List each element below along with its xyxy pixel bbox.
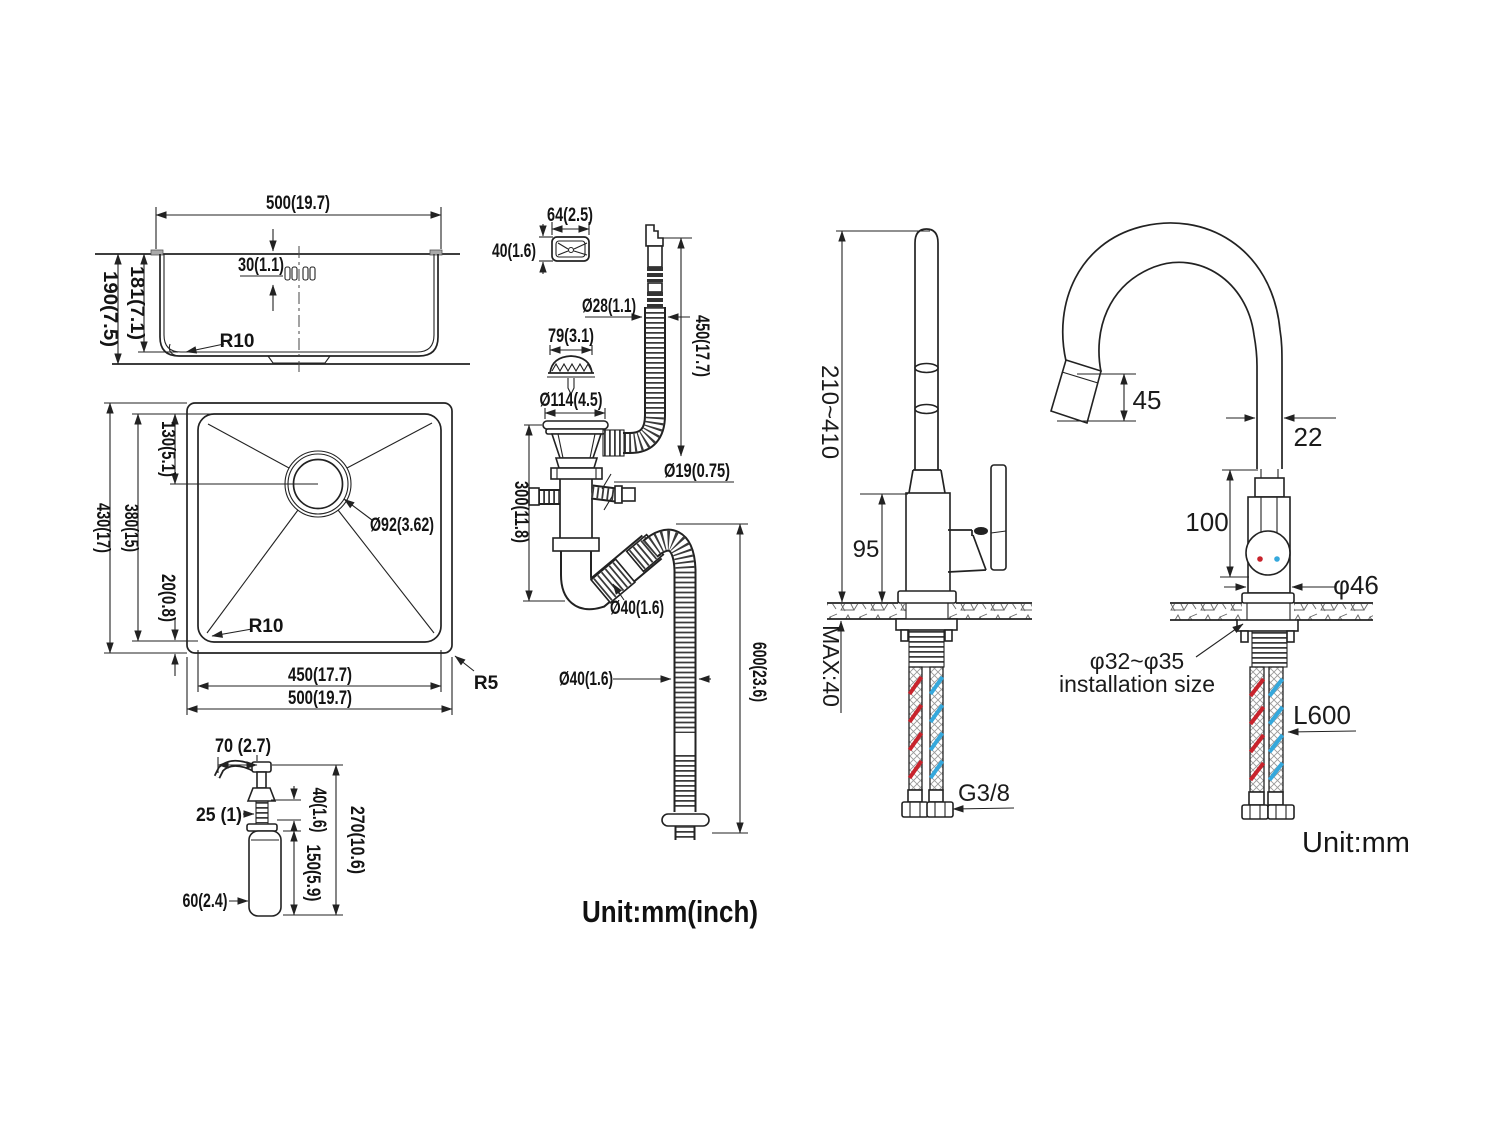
overflow-cover xyxy=(551,236,590,262)
dim-overflow-height: 40(1.6) xyxy=(492,241,536,262)
dim-side-corner-r10: R10 xyxy=(220,331,255,352)
dim-hole-depth: 30(1.1) xyxy=(238,255,284,276)
unit-label-center: Unit:mm(inch) xyxy=(582,894,758,929)
dim-nozzle-length: 45 xyxy=(1133,385,1162,415)
p-trap xyxy=(562,536,661,609)
dim-bottle-height: 150(5.9) xyxy=(302,845,323,902)
mounting-clip-left xyxy=(150,249,164,256)
dim-trap-height: 300(11.8) xyxy=(510,481,531,543)
overflow-hook-fitting xyxy=(645,224,664,247)
dim-neck-dia: 22 xyxy=(1294,422,1323,452)
dim-spout-height: 210~410 xyxy=(816,365,843,459)
dim-hose-length: L600 xyxy=(1293,700,1351,730)
dim-trap-dia: Ø40(1.6) xyxy=(610,598,664,619)
dim-max-deck: MAX:40 xyxy=(818,625,844,707)
dim-drain-from-top: 130(5.1) xyxy=(157,421,178,477)
drain-flange xyxy=(542,420,609,430)
dim-top-inner-width: 450(17.7) xyxy=(288,665,352,686)
dim-sink-width: 500(19.7) xyxy=(266,193,330,214)
dim-overflow-hose-dia: Ø28(1.1) xyxy=(582,296,636,317)
dim-bottle-dia: 60(2.4) xyxy=(183,891,228,912)
overflow-hose xyxy=(623,307,664,452)
dim-depth-outer: 190(7.5) xyxy=(99,271,120,347)
unit-label-right: Unit:mm xyxy=(1302,827,1410,859)
dim-top-inner-length: 380(15) xyxy=(120,504,141,552)
faucet-side-view: 210~410 95 MAX:40 G3/8 xyxy=(816,228,1032,818)
outlet-hose xyxy=(643,530,695,812)
dim-corner-r5: R5 xyxy=(474,673,499,694)
dim-top-corner-r10: R10 xyxy=(249,616,284,637)
dim-outlet-dia: Ø40(1.6) xyxy=(559,669,613,690)
dim-spigot-dia: Ø19(0.75) xyxy=(664,461,730,482)
dim-top-outer-length: 430(17) xyxy=(92,503,113,553)
faucet-front-view: 45 22 100 φ46 φ32~φ35 installation size … xyxy=(1050,222,1379,820)
dim-drain-dia: Ø92(3.62) xyxy=(370,515,434,536)
strainer-basket xyxy=(549,355,593,374)
countertop-side xyxy=(827,604,906,619)
hot-indicator-dot xyxy=(1257,556,1263,562)
dim-depth-inner: 181(7.1) xyxy=(126,266,147,340)
dim-overflow-width: 64(2.5) xyxy=(547,205,593,226)
dispenser-bottle xyxy=(248,830,282,917)
dim-top-outer-width: 500(19.7) xyxy=(288,688,352,709)
cold-indicator-dot xyxy=(1274,556,1280,562)
dim-flange-dia: Ø114(4.5) xyxy=(540,390,603,411)
dim-outlet-length: 600(23.6) xyxy=(748,642,769,702)
sink-top-view: 430(17) 380(15) 130(5.1) 20(0.8) Ø92(3.6… xyxy=(92,402,499,715)
sink-side-view: 500(19.7) 30(1.1) 190(7.5) 181(7.1) R10 xyxy=(95,193,470,372)
dim-deck-thickness: 40(1.6) xyxy=(308,788,329,833)
dim-total-height: 270(10.6) xyxy=(346,806,367,874)
dim-strainer-dia: 79(3.1) xyxy=(548,326,594,347)
spigot-outlet xyxy=(591,486,617,501)
dim-base-dia: φ46 xyxy=(1333,570,1379,600)
dispenser-pump-head xyxy=(251,761,272,773)
countertop-front xyxy=(1170,604,1242,620)
dim-thread-dia: 25 (1) xyxy=(196,805,242,826)
dim-overflow-hose-length: 450(17.7) xyxy=(691,315,712,377)
soap-dispenser-view: 70 (2.7) 25 (1) 40(1.6) 150(5.9) 270(10.… xyxy=(183,736,367,917)
install-size-line2: installation size xyxy=(1059,671,1215,697)
spray-nozzle xyxy=(1050,358,1102,425)
drain-assembly-view: 64(2.5) 40(1.6) Ø28(1.1) 450(17.7) 79(3.… xyxy=(492,205,769,840)
dim-drain-from-bottom: 20(0.8) xyxy=(157,574,178,622)
faucet-handle xyxy=(990,464,1007,571)
dim-body-height-front: 100 xyxy=(1185,507,1228,537)
mounting-clip-right xyxy=(429,249,443,256)
dim-spout-reach: 70 (2.7) xyxy=(215,736,271,757)
dim-thread-g38: G3/8 xyxy=(958,780,1010,807)
faucet-body-side xyxy=(905,492,951,593)
install-size-line1: φ32~φ35 xyxy=(1090,648,1184,674)
dim-body-height-side: 95 xyxy=(853,536,880,563)
